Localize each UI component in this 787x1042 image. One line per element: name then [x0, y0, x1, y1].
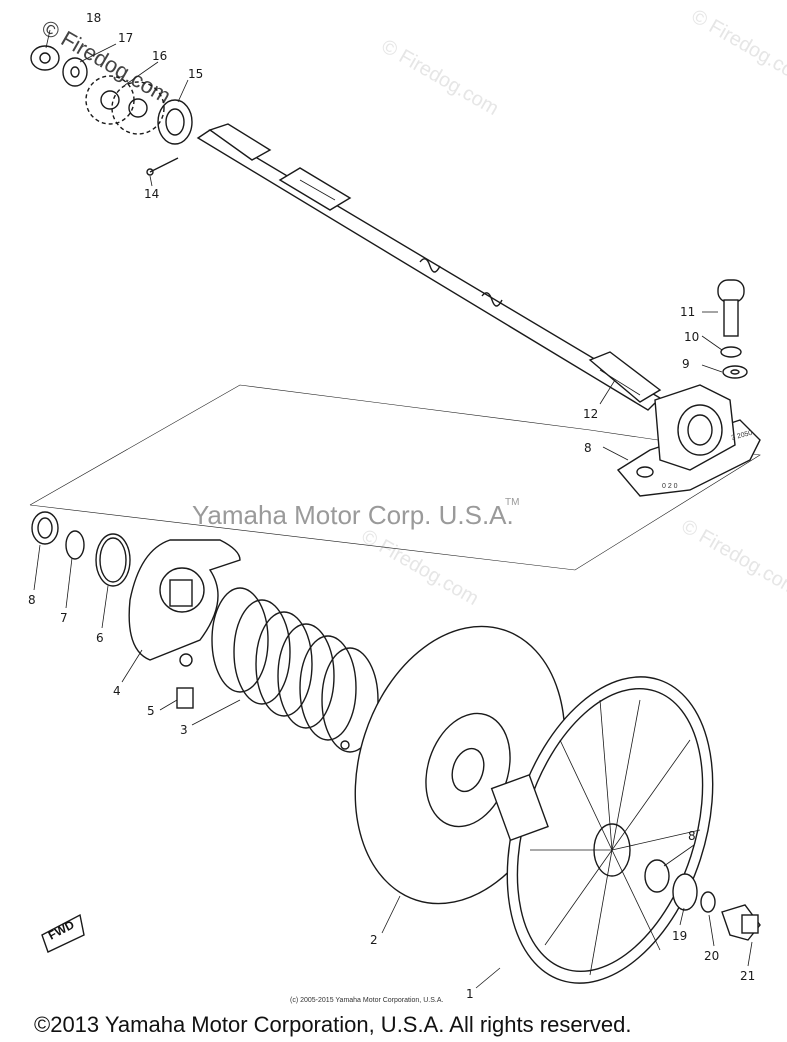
callout-12: 11 [680, 305, 695, 319]
callout-2: 2 [370, 933, 378, 947]
site-watermark: © Firedog.com [688, 5, 787, 90]
coil-spring [211, 587, 379, 753]
callout-15: 15 [188, 67, 203, 81]
manufacturer-watermark: Yamaha Motor Corp. U.S.A. [192, 500, 514, 530]
callout-5: 5 [147, 704, 155, 718]
callout-21: 21 [740, 969, 755, 983]
callout-8-bushing: 8 [688, 829, 696, 843]
callout-10: 9 [682, 357, 690, 371]
callout-7: 7 [60, 611, 68, 625]
callout-9: 8 [584, 441, 592, 455]
callout-3: 3 [180, 723, 188, 737]
site-watermark: © Firedog.com [378, 35, 503, 120]
cam-spider [128, 539, 241, 667]
site-watermark: © Firedog.com [358, 525, 483, 610]
secondary-shaft [196, 123, 662, 411]
callout-8-top: 8 [28, 593, 36, 607]
callout-14: 14 [144, 187, 159, 201]
callout-6: 6 [96, 631, 104, 645]
callout-17: 17 [118, 31, 133, 45]
callout-1: 1 [466, 987, 474, 1001]
trademark-mark: TM [505, 497, 519, 508]
slider-block [176, 687, 194, 709]
callout-11: 10 [684, 330, 699, 344]
footer-copyright: ©2013 Yamaha Motor Corporation, U.S.A. A… [34, 1012, 631, 1037]
callout-16: 16 [152, 49, 167, 63]
callout-20: 20 [704, 949, 719, 963]
bracket-stamp: 0 2 0 [662, 483, 678, 490]
site-watermark: © Firedog.com [678, 515, 787, 600]
leader-lines [33, 29, 753, 989]
callout-18: 18 [86, 11, 101, 25]
diagram-copyright: (c) 2005-2015 Yamaha Motor Corporation, … [290, 997, 443, 1004]
callout-4: 4 [113, 684, 121, 698]
rings-group [31, 511, 131, 587]
fwd-arrow: FWD [41, 913, 85, 953]
callout-labels: 18 17 16 15 14 11 10 9 12 8 8 7 6 4 5 3 … [28, 11, 755, 1001]
bearing-bracket: 3 2050 0 2 0 [616, 279, 761, 497]
fixed-sheave [490, 676, 761, 984]
sprocket-stack [30, 45, 193, 176]
callout-19: 19 [672, 929, 687, 943]
callout-13: 12 [583, 407, 598, 421]
